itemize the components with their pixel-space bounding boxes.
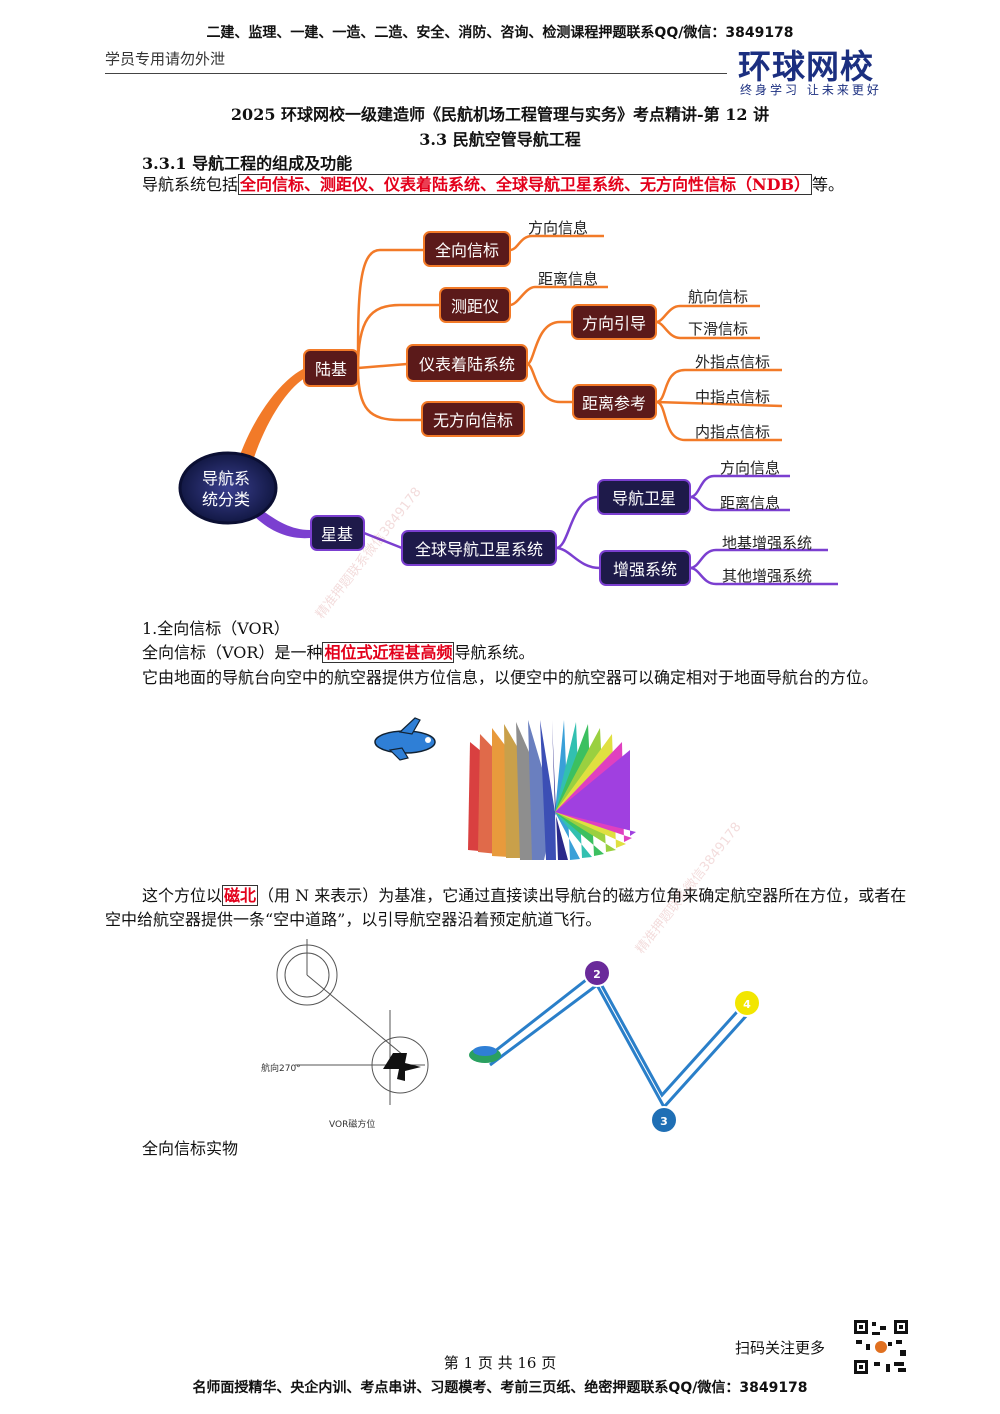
diagram-caption: VOR磁方位 [329,1118,375,1130]
vor-paragraph-1: 它由地面的导航台向空中的航空器提供方位信息，以便空中的航空器可以确定相对于地面导… [142,668,879,687]
node-gnss: 全球导航卫星系统 [401,530,557,566]
leaf-gbas: 地基增强系统 [722,534,812,552]
top-banner: 二建、监理、一建、一造、二造、安全、消防、咨询、检测课程押题联系QQ/微信：38… [206,25,794,41]
leaf-inner-marker: 内指点信标 [695,423,770,441]
svg-text:方向引导: 方向引导 [582,314,646,333]
vor-photo-caption: 全向信标实物 [142,1139,239,1158]
airway-route-diagram: 2 3 4 [469,959,761,1134]
vor-signal-illustration [374,717,636,860]
node-augmentation: 增强系统 [599,550,691,586]
node-land: 陆基 [303,349,359,387]
intro-paragraph: 导航系统包括全向信标、测距仪、仪表着陆系统、全球导航卫星系统、无方向性信标（ND… [142,173,932,197]
vor-p2-prefix: 这个方位以 [142,886,223,905]
node-ils-direction: 方向引导 [571,304,657,340]
sat-branches [363,474,838,586]
vor-paragraph-2: 这个方位以磁北（用 N 来表示）为基准，它通过直接读出导航台的磁方位角来确定航空… [105,884,915,932]
svg-text:2: 2 [593,968,601,981]
land-branches [356,234,783,442]
branch-root-land [235,368,305,478]
doc-subtitle: 3.3 民航空管导航工程 [419,130,581,149]
svg-text:星基: 星基 [321,525,353,544]
page-number: 第 1 页 共 16 页 [443,1354,557,1372]
svg-text:陆基: 陆基 [315,360,347,379]
leaf-sat-direction: 方向信息 [720,459,780,477]
logo: 环球网校 [738,47,874,86]
root-label-1: 导航系 [202,469,250,488]
heading-label: 航向270° [261,1062,301,1074]
svg-text:测距仪: 测距仪 [451,297,499,316]
qr-code-icon[interactable] [852,1318,910,1376]
leaf-dme-distance: 距离信息 [538,270,598,288]
doc-title: 2025 环球网校一级建造师《民航机场工程管理与实务》考点精讲-第 12 讲 [230,105,770,124]
node-sat: 星基 [310,515,365,551]
vor-item-title: 1.全向信标（VOR） [142,619,290,638]
leaf-vor-direction: 方向信息 [528,219,588,237]
intro-prefix: 导航系统包括 [142,175,239,194]
node-dme: 测距仪 [439,287,511,323]
vor-definition: 全向信标（VOR）是一种相位式近程甚高频导航系统。 [142,641,932,665]
svg-text:距离参考: 距离参考 [582,394,646,413]
svg-text:仪表着陆系统: 仪表着陆系统 [419,355,515,374]
vor-def-highlight: 相位式近程甚高频 [322,642,455,663]
leaf-localizer: 航向信标 [688,288,748,306]
mindmap-root [178,451,278,525]
leaf-other-aug: 其他增强系统 [722,567,812,585]
branch-root-sat [250,505,310,539]
waypoint-4 [733,989,761,1017]
waypoint-2 [583,959,611,987]
vor-p2-suffix: （用 N 来表示）为基准，它通过直接读出导航台的磁方位角来确定航空器所在方位，或… [105,886,907,929]
vor-def-suffix: 导航系统。 [454,643,535,662]
svg-text:导航卫星: 导航卫星 [612,489,676,508]
intro-suffix: 等。 [812,175,845,194]
leaf-sat-distance: 距离信息 [720,494,780,512]
svg-text:全球导航卫星系统: 全球导航卫星系统 [415,540,543,559]
node-ils: 仪表着陆系统 [406,344,528,382]
nav-mindmap: 导航系 统分类 陆基 全向信标 方向信息 测距仪 距离信息 仪表着陆系统 方向引… [178,219,838,586]
node-ils-distance: 距离参考 [572,384,657,420]
cartoon-plane-icon-small [469,1046,501,1063]
header-divider [105,73,727,74]
cartoon-plane-icon [374,717,436,761]
scan-note: 扫码关注更多 [735,1339,826,1357]
node-ndb: 无方向信标 [421,401,525,437]
leaf-middle-marker: 中指点信标 [695,388,770,406]
svg-text:无方向信标: 无方向信标 [433,411,513,430]
bottom-banner: 名师面授精华、央企内训、考点串讲、习题模考、考前三页纸、绝密押题联系QQ/微信：… [192,1380,808,1396]
logo-slogan: 终身学习 让未来更好 [740,83,882,97]
node-vor: 全向信标 [423,231,511,267]
section-heading: 3.3.1 导航工程的组成及功能 [142,154,353,173]
intro-highlight: 全向信标、测距仪、仪表着陆系统、全球导航卫星系统、无方向性信标（NDB） [238,174,813,195]
student-note: 学员专用请勿外泄 [105,50,226,68]
radial-signal-fan [468,720,636,860]
leaf-outer-marker: 外指点信标 [695,353,770,371]
svg-text:全向信标: 全向信标 [435,241,499,260]
vor-bearing-diagram: 航向270° VOR磁方位 [261,939,429,1130]
leaf-glideslope: 下滑信标 [688,320,748,338]
root-label-2: 统分类 [202,490,250,509]
node-nav-sat: 导航卫星 [597,479,691,515]
vor-def-prefix: 全向信标（VOR）是一种 [142,643,323,662]
svg-text:3: 3 [660,1115,668,1128]
svg-text:增强系统: 增强系统 [613,560,677,579]
waypoint-3 [650,1106,678,1134]
vor-p2-highlight: 磁北 [222,885,259,906]
svg-text:4: 4 [743,998,751,1011]
aircraft-icon [383,1053,421,1081]
